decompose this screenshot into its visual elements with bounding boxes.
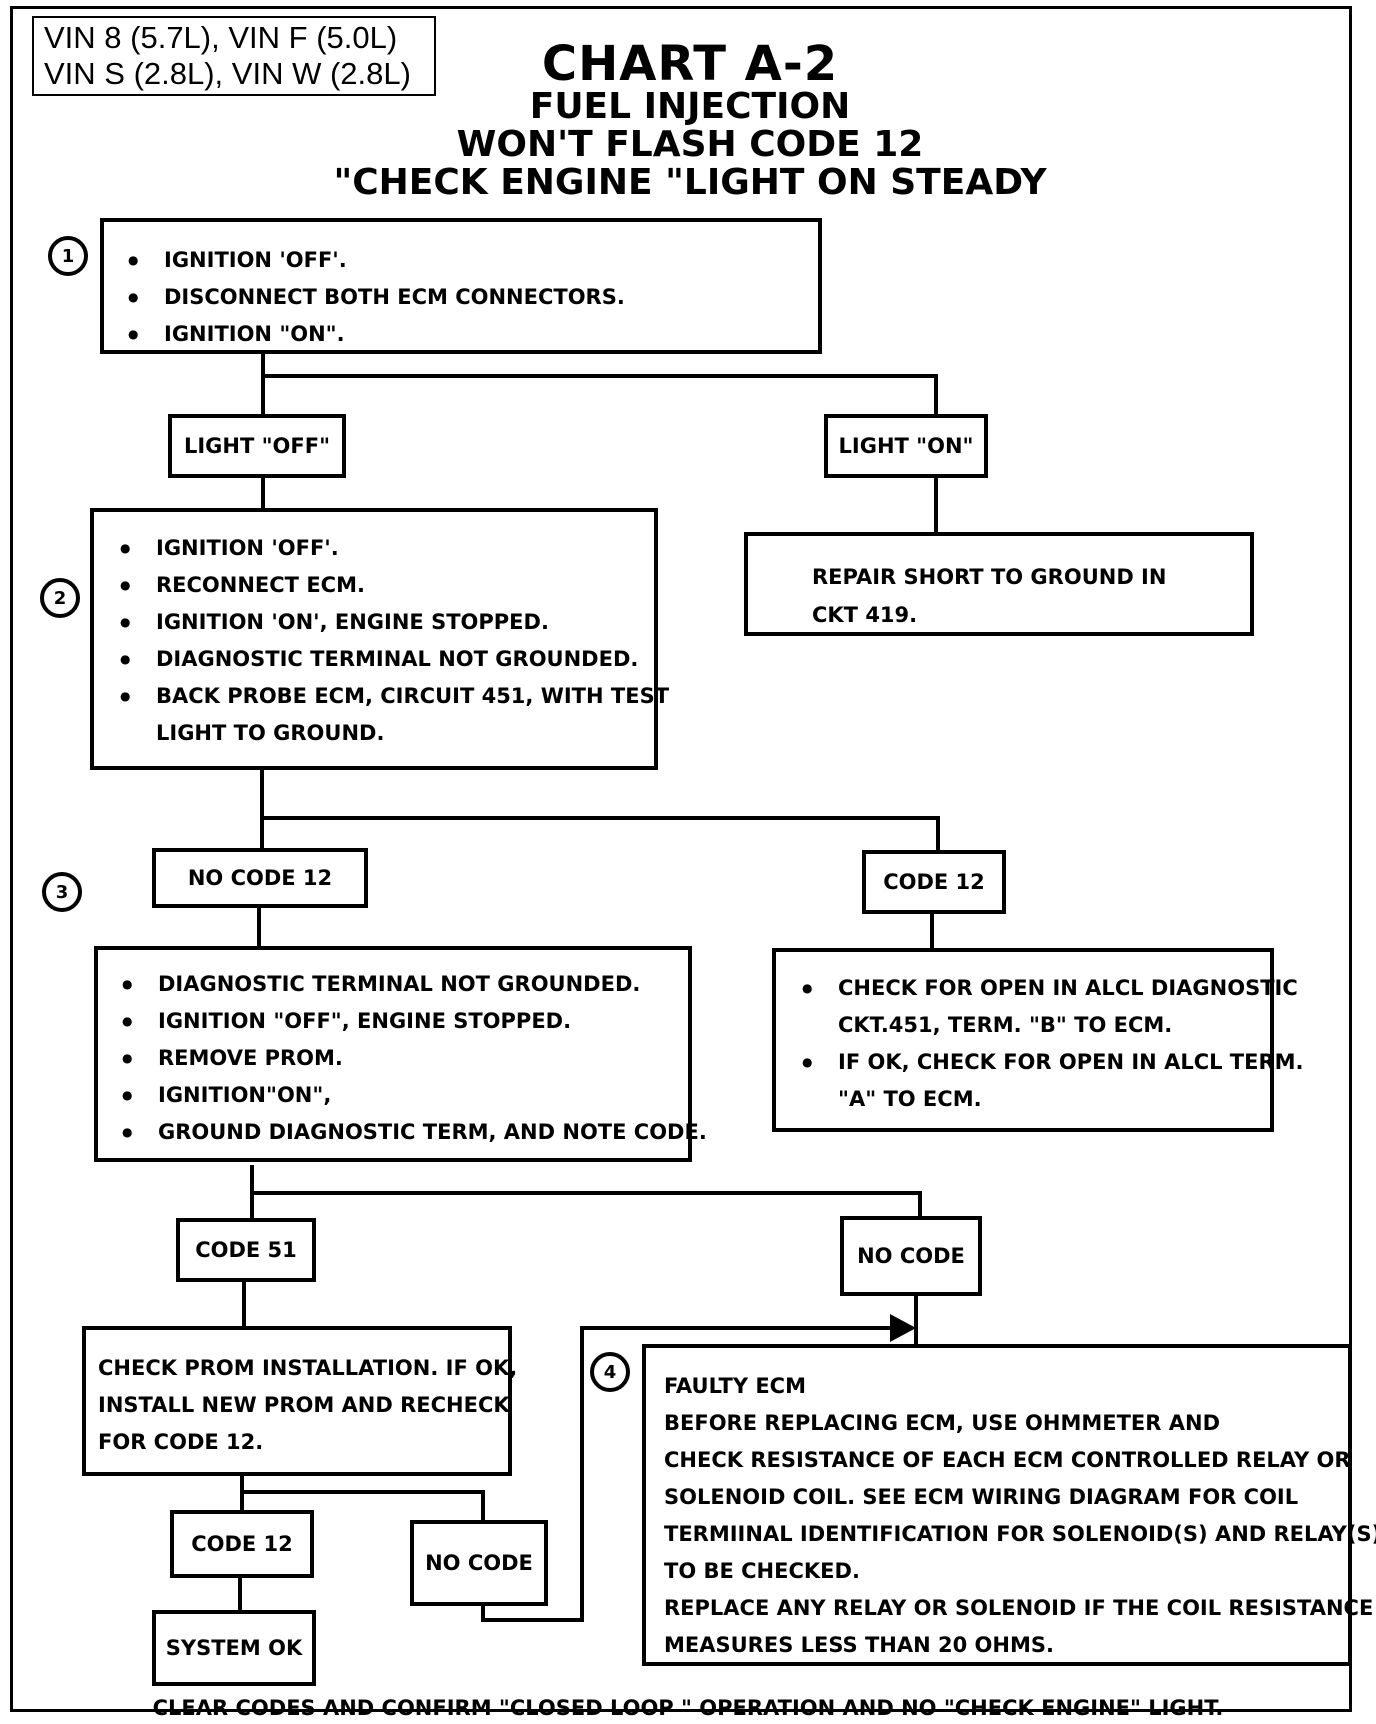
list-item: IGNITION 'OFF'. — [114, 242, 818, 279]
faulty-ecm-line: TERMIINAL IDENTIFICATION FOR SOLENOID(S)… — [664, 1522, 1376, 1546]
light-on-box: LIGHT "ON" — [824, 414, 988, 478]
faulty-ecm-line: FAULTY ECM — [664, 1374, 806, 1398]
list-item: IGNITION"ON", — [108, 1077, 688, 1114]
repair-line: REPAIR SHORT TO GROUND IN — [812, 565, 1167, 589]
title-line-3: "CHECK ENGINE "LIGHT ON STEADY — [333, 162, 1047, 203]
title-line-1: FUEL INJECTION — [529, 86, 851, 127]
chart-frame — [10, 6, 1352, 1712]
list-item: DISCONNECT BOTH ECM CONNECTORS. — [114, 279, 818, 316]
list-item: IGNITION "OFF", ENGINE STOPPED. — [108, 1003, 688, 1040]
system-ok-box: SYSTEM OK — [152, 1610, 316, 1686]
vin-line-2: VIN S (2.8L), VIN W (2.8L) — [44, 56, 411, 91]
faulty-ecm-line: CHECK RESISTANCE OF EACH ECM CONTROLLED … — [664, 1448, 1351, 1472]
step-3-box: DIAGNOSTIC TERMINAL NOT GROUNDED. IGNITI… — [94, 946, 707, 1162]
faulty-ecm-line: BEFORE REPLACING ECM, USE OHMMETER AND — [664, 1411, 1221, 1435]
list-item: IGNITION 'ON', ENGINE STOPPED. — [106, 604, 654, 641]
list-item: CKT.451, TERM. "B" TO ECM. — [838, 1013, 1173, 1037]
code-12-box-b: CODE 12 — [170, 1510, 314, 1578]
vin-line-1: VIN 8 (5.7L), VIN F (5.0L) — [44, 20, 398, 55]
light-off-box: LIGHT "OFF" — [168, 414, 346, 478]
faulty-ecm-line: MEASURES LESS THAN 20 OHMS. — [664, 1633, 1054, 1657]
faulty-ecm-line: REPLACE ANY RELAY OR SOLENOID IF THE COI… — [664, 1596, 1374, 1620]
vin-box: VIN 8 (5.7L), VIN F (5.0L) VIN S (2.8L),… — [32, 16, 436, 96]
no-code-box-b: NO CODE — [410, 1520, 548, 1606]
code-51-box: CODE 51 — [176, 1218, 316, 1282]
footer-note: CLEAR CODES AND CONFIRM "CLOSED LOOP " O… — [152, 1696, 1224, 1720]
list-item: IGNITION 'OFF'. — [106, 530, 654, 567]
no-code-box: NO CODE — [840, 1216, 982, 1296]
step-3-marker: 3 — [42, 872, 82, 912]
list-item: CHECK FOR OPEN IN ALCL DIAGNOSTIC — [788, 970, 1298, 1007]
list-item: BACK PROBE ECM, CIRCUIT 451, WITH TEST — [106, 678, 669, 715]
repair-line: CKT 419. — [812, 603, 918, 627]
prom-line: CHECK PROM INSTALLATION. IF OK, — [98, 1356, 518, 1380]
no-code-12-box: NO CODE 12 — [152, 848, 368, 908]
list-item: REMOVE PROM. — [108, 1040, 688, 1077]
faulty-ecm-box: FAULTY ECM BEFORE REPLACING ECM, USE OHM… — [642, 1344, 1376, 1666]
check-prom-box: CHECK PROM INSTALLATION. IF OK, INSTALL … — [82, 1326, 518, 1476]
check-open-box: CHECK FOR OPEN IN ALCL DIAGNOSTIC CKT.45… — [772, 948, 1304, 1132]
step-1-box: IGNITION 'OFF'. DISCONNECT BOTH ECM CONN… — [100, 218, 822, 354]
list-item: DIAGNOSTIC TERMINAL NOT GROUNDED. — [108, 966, 688, 1003]
list-item: IGNITION "ON". — [114, 316, 818, 353]
step-1-marker: 1 — [48, 236, 88, 276]
prom-line: INSTALL NEW PROM AND RECHECK — [98, 1393, 510, 1417]
step-2-box: IGNITION 'OFF'. RECONNECT ECM. IGNITION … — [90, 508, 669, 770]
code-12-box: CODE 12 — [862, 850, 1006, 914]
chart-title: CHART A-2 — [541, 36, 839, 92]
faulty-ecm-line: SOLENOID COIL. SEE ECM WIRING DIAGRAM FO… — [664, 1485, 1299, 1509]
step-2-marker: 2 — [40, 578, 80, 618]
list-item: GROUND DIAGNOSTIC TERM, AND NOTE CODE. — [108, 1114, 707, 1151]
faulty-ecm-line: TO BE CHECKED. — [664, 1559, 860, 1583]
title-line-2: WON'T FLASH CODE 12 — [456, 124, 924, 165]
arrow-head-icon — [890, 1314, 916, 1342]
list-item: "A" TO ECM. — [838, 1087, 982, 1111]
list-item: LIGHT TO GROUND. — [156, 721, 385, 745]
list-item: IF OK, CHECK FOR OPEN IN ALCL TERM. — [788, 1044, 1304, 1081]
list-item: RECONNECT ECM. — [106, 567, 654, 604]
repair-short-box: REPAIR SHORT TO GROUND IN CKT 419. — [744, 532, 1254, 636]
prom-line: FOR CODE 12. — [98, 1430, 264, 1454]
list-item: DIAGNOSTIC TERMINAL NOT GROUNDED. — [106, 641, 654, 678]
step-4-marker: 4 — [590, 1352, 630, 1392]
